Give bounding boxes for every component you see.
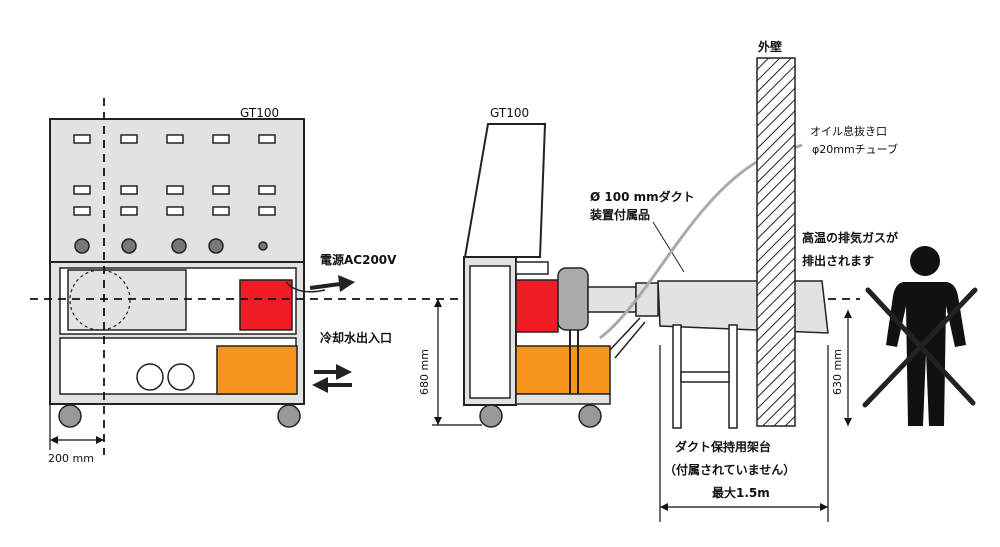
- wheel-icon: [277, 404, 301, 428]
- side-red-unit: [515, 279, 559, 333]
- duct: [657, 280, 829, 334]
- oil-vent-tube: [599, 143, 803, 340]
- power-cable: [285, 281, 326, 293]
- height-left-label: 680 mm: [418, 349, 431, 395]
- side-engine: [557, 267, 589, 331]
- side-orange-tank: [515, 345, 611, 395]
- exhaust-label-line2: 排出されます: [802, 253, 874, 268]
- gt-side-label: GT100: [490, 106, 529, 120]
- offset-dimension: [49, 404, 104, 450]
- side-view-unit: [463, 123, 659, 428]
- front-knobs: [74, 238, 268, 254]
- offset-dim-label: 200 mm: [48, 452, 94, 465]
- duct-label-line1: Ø 100 mmダクト: [590, 189, 695, 204]
- exhaust-label-line1: 高温の排気ガスが: [802, 230, 898, 245]
- height-right-label: 630 mm: [831, 349, 844, 395]
- height-dimension-left: [432, 299, 482, 426]
- side-hood: [463, 123, 547, 258]
- wheel-icon: [479, 404, 503, 428]
- front-orange-tank: [216, 345, 298, 395]
- front-engine-box: [67, 269, 187, 331]
- cooling-port-right: [167, 363, 195, 391]
- front-red-unit: [239, 279, 293, 331]
- max-length-dimension: [659, 345, 829, 522]
- wheel-icon: [578, 404, 602, 428]
- stand-label-line1: ダクト保持用架台: [675, 439, 771, 454]
- stand-label-line2: （付属されていません）: [664, 462, 795, 477]
- wall-label: 外壁: [758, 39, 782, 54]
- height-dimension-right: [844, 310, 852, 426]
- power-label: 電源AC200V: [320, 252, 397, 267]
- front-switch-slots: [73, 134, 276, 216]
- turbine-outline: [69, 269, 131, 331]
- front-view-unit: [49, 118, 305, 428]
- arrow-right-icon: [314, 364, 352, 380]
- cooling-label: 冷却水出入口: [320, 330, 392, 345]
- arrow-left-icon: [312, 377, 352, 393]
- arrow-right-icon: [309, 275, 355, 292]
- duct-stand: [672, 324, 738, 429]
- oil-label-line2: φ20mmチューブ: [812, 142, 898, 156]
- duct-leader-line: [652, 221, 685, 273]
- oil-label-line1: オイル息抜き口: [810, 124, 887, 138]
- cross-icon: [862, 287, 978, 408]
- gt-front-label: GT100: [240, 106, 279, 120]
- max-length-label: 最大1.5m: [712, 485, 770, 500]
- wheel-icon: [58, 404, 82, 428]
- duct-label-line2: 装置付属品: [589, 207, 650, 222]
- cooling-port-left: [136, 363, 164, 391]
- hatched-wall-icon: [756, 57, 796, 427]
- person-icon: [886, 246, 966, 426]
